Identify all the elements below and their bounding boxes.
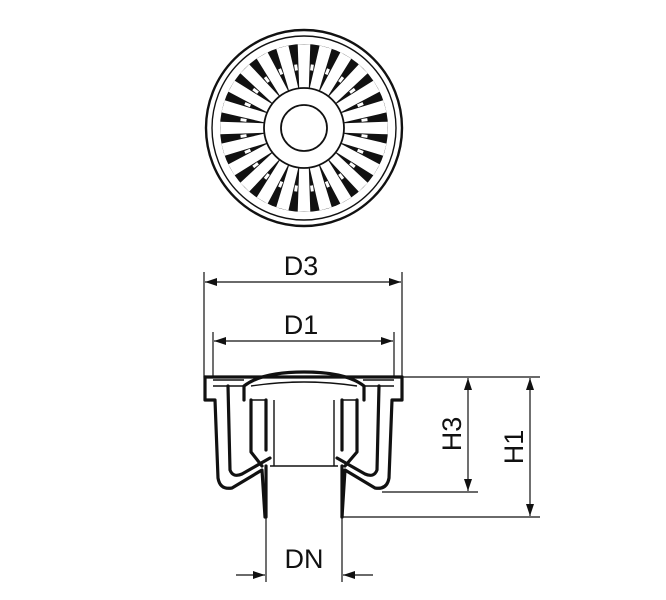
- grate-rib: [297, 44, 311, 89]
- drain-inner-wall: [226, 384, 381, 477]
- grate-slot-divider: [263, 173, 270, 180]
- dn-label: DN: [285, 544, 324, 574]
- outlet-pipe-inner: [273, 400, 335, 466]
- grate-slot-divider: [240, 134, 247, 138]
- grate-slot-divider: [361, 134, 368, 138]
- grate-slot-divider: [263, 76, 270, 83]
- d3-label: D3: [284, 251, 319, 281]
- grate-rib: [220, 121, 265, 135]
- grate-rib: [228, 80, 273, 113]
- grate-slot-divider: [310, 185, 314, 192]
- h3-label: H3: [437, 417, 467, 452]
- grate-rib: [335, 80, 380, 113]
- grate-rib: [221, 133, 267, 156]
- outlet-pipe-wall: [264, 464, 344, 519]
- grate-rib: [341, 100, 387, 123]
- grate-slot-divider: [324, 181, 330, 188]
- grate-rib: [240, 152, 280, 192]
- grate-rim: [211, 35, 397, 221]
- grate-rib: [276, 45, 299, 91]
- grate-slot-divider: [349, 87, 356, 94]
- grate-rib: [328, 152, 368, 192]
- grate-slot-divider: [361, 118, 368, 122]
- grate-slot-divider: [357, 102, 364, 108]
- grate-slot-divider: [294, 185, 298, 192]
- grate-rib: [328, 64, 368, 104]
- grate-rib: [228, 143, 273, 176]
- grate-slot-divider: [338, 76, 345, 83]
- grate-rib: [319, 159, 352, 204]
- h1-label: H1: [499, 430, 529, 465]
- dimension-lines: D3 D1 H3 H1 DN: [203, 251, 540, 582]
- grate-slot-divider: [357, 148, 364, 154]
- grate-rib: [256, 159, 289, 204]
- drain-body-outline: [203, 375, 404, 519]
- grate-rib: [335, 143, 380, 176]
- grate-slot-divider: [252, 87, 259, 94]
- grate-rib: [276, 165, 299, 211]
- trap-tube: [249, 398, 359, 468]
- grate-slot-divider: [349, 162, 356, 169]
- grate-rib: [319, 52, 352, 97]
- grate-center-hole: [280, 104, 328, 152]
- grate-rib: [297, 167, 311, 212]
- grate-outer-ring: [204, 28, 404, 228]
- grate-rib: [240, 64, 280, 104]
- grate-slot-divider: [244, 148, 251, 154]
- grate-slot-divider: [310, 64, 314, 71]
- grate-slots: [220, 44, 388, 212]
- grate-slot-divider: [278, 181, 284, 188]
- grate-dome-inner: [250, 381, 358, 387]
- grate-slot-divider: [244, 102, 251, 108]
- grate-rib: [221, 100, 267, 123]
- grate-slot-divider: [294, 64, 298, 71]
- grate-rib: [341, 133, 387, 156]
- grate-top-view: [204, 28, 404, 228]
- grate-rib: [309, 165, 332, 211]
- drain-section-view: [203, 370, 404, 519]
- grate-slot-divider: [324, 68, 330, 75]
- grate-slot-divider: [240, 118, 247, 122]
- grate-dome: [242, 370, 366, 402]
- grate-slot-divider: [252, 162, 259, 169]
- grate-rib: [309, 45, 332, 91]
- grate-rib: [256, 52, 289, 97]
- grate-slot-divider: [338, 173, 345, 180]
- grate-rib: [343, 121, 388, 135]
- grate-slot-divider: [278, 68, 284, 75]
- d1-label: D1: [284, 310, 319, 340]
